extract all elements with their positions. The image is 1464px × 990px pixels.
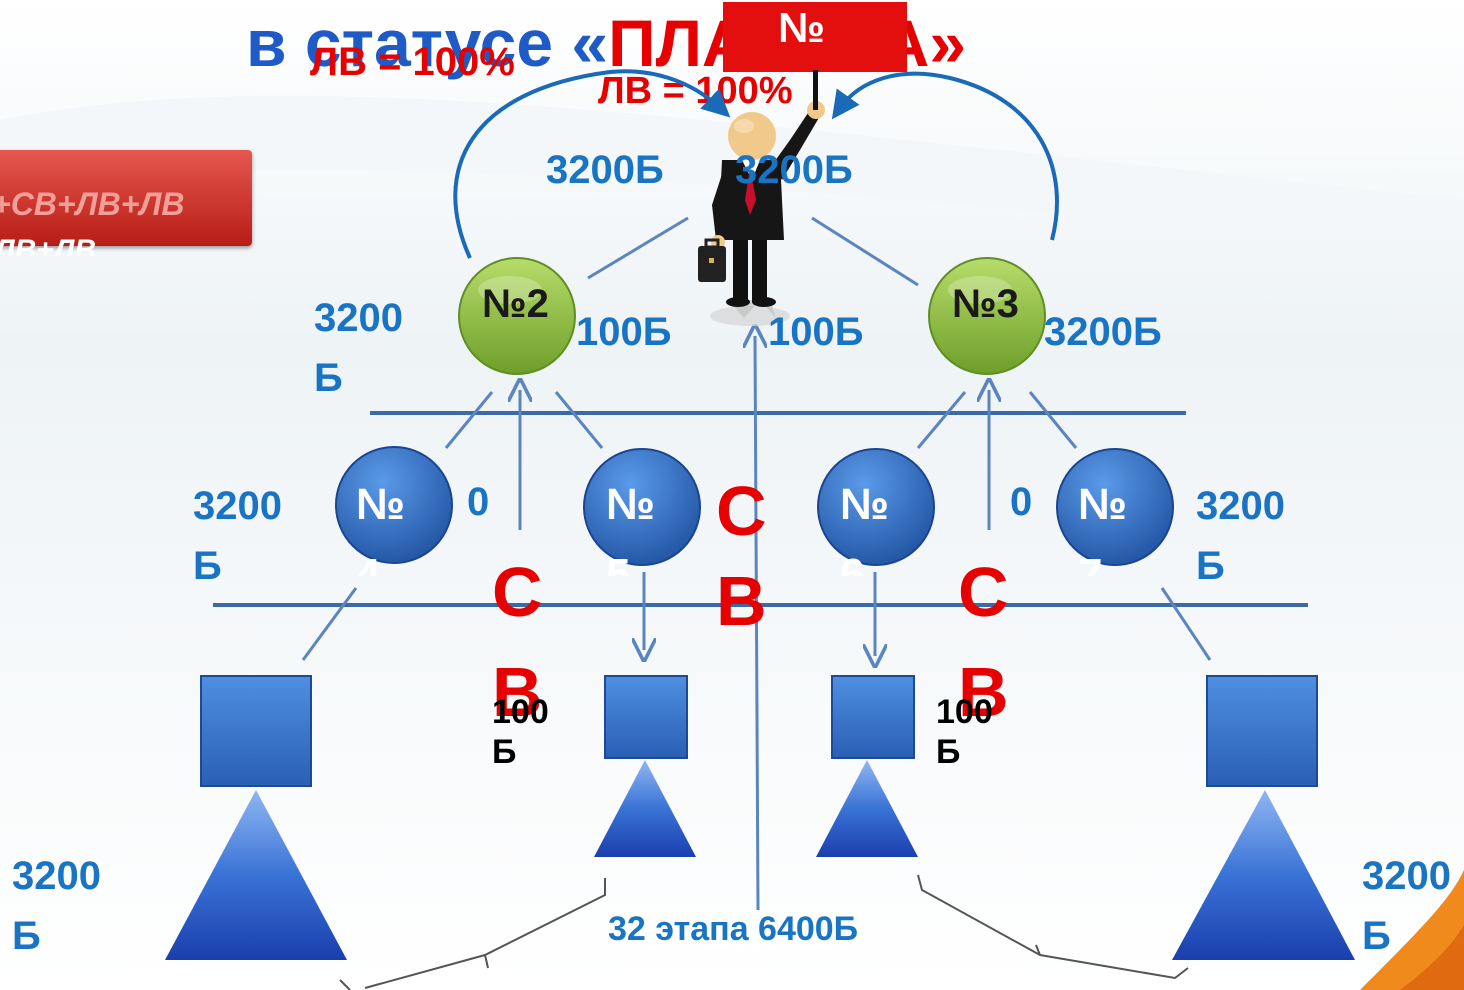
- node-4-label-number: 4: [356, 550, 381, 576]
- bottom-mid-left-unit: Б: [492, 733, 517, 771]
- sv-right-label: С В: [958, 542, 1009, 742]
- node3-left-points: 100Б: [768, 310, 864, 354]
- brace-right: [917, 874, 1189, 980]
- line-top-right: [811, 216, 919, 287]
- node-5-label: № 5: [606, 470, 655, 576]
- bottom-right-points: 3200 Б: [1362, 846, 1451, 966]
- node-4-label: № 4: [356, 470, 405, 576]
- node-3-circle[interactable]: [928, 257, 1046, 375]
- node-4-label-symbol: №: [356, 480, 406, 529]
- square-mid-right: [831, 675, 915, 759]
- title-prefix: в статусе «: [246, 6, 609, 80]
- node-6-label: № 6: [840, 470, 889, 576]
- bottom-mid-left-number: 100: [492, 693, 549, 731]
- bottom-mid-right-points: 100 Б: [936, 692, 993, 772]
- node-6-circle[interactable]: [817, 448, 935, 566]
- square-far-right: [1206, 675, 1318, 787]
- sv-center-letter-1: С: [716, 472, 767, 550]
- bottom-mid-left-points: 100 Б: [492, 692, 549, 772]
- node3-right-points: 3200Б: [1044, 310, 1162, 354]
- level2-left-points-number: 3200: [193, 484, 282, 528]
- node-6-label-symbol: №: [840, 480, 890, 529]
- node-7-label-symbol: №: [1078, 480, 1128, 529]
- sv-center-letter-2: В: [716, 562, 767, 640]
- line-n3-n7: [1028, 391, 1078, 449]
- level2-right-points: 3200 Б: [1196, 476, 1285, 596]
- side-formula-button[interactable]: [0, 150, 252, 246]
- node2-left-points-number: 3200: [314, 296, 403, 340]
- brace-left: [364, 878, 606, 989]
- line-n2-n5: [554, 391, 604, 449]
- line-n2-n4: [444, 391, 494, 449]
- sv-left-letter-1: С: [492, 553, 543, 631]
- level2-left-points-unit: Б: [193, 544, 222, 588]
- arrow-sv-center: [755, 336, 758, 911]
- node-5-circle[interactable]: [583, 448, 701, 566]
- side-formula-text-2: ЛВ+ЛВ: [0, 234, 97, 256]
- bottom-mid-right-number: 100: [936, 693, 993, 731]
- node-2-circle[interactable]: [458, 257, 576, 375]
- square-mid-left: [604, 675, 688, 759]
- bottom-mid-right-unit: Б: [936, 733, 961, 771]
- title-suffix: »: [929, 6, 967, 80]
- zero-right: 0: [1010, 480, 1033, 524]
- node2-right-points: 100Б: [576, 310, 672, 354]
- bottom-left-points-unit: Б: [12, 914, 41, 958]
- sv-right-letter-2: В: [958, 653, 1009, 731]
- line-n3-n6: [916, 391, 967, 449]
- top-member-box: [723, 2, 907, 72]
- node-4-circle[interactable]: [335, 446, 453, 564]
- node-6-label-number: 6: [840, 550, 865, 576]
- zero-left: 0: [467, 480, 490, 524]
- top-right-points: 3200Б: [735, 148, 853, 192]
- sv-right-letter-1: С: [958, 553, 1009, 631]
- side-formula-text: +СВ+ЛВ+ЛВ: [0, 186, 185, 222]
- node-7-label-number: 7: [1078, 550, 1103, 576]
- level2-right-points-unit: Б: [1196, 544, 1225, 588]
- triangle-mid-right: [816, 760, 918, 857]
- node2-left-points: 3200 Б: [314, 288, 403, 408]
- businessman-icon: [698, 70, 825, 326]
- bottom-right-points-unit: Б: [1362, 914, 1391, 958]
- square-far-left: [200, 675, 312, 787]
- bottom-right-points-number: 3200: [1362, 854, 1451, 898]
- sv-left-label: С В: [492, 542, 543, 742]
- triangle-mid-left: [594, 760, 696, 857]
- top-member-label: №: [778, 4, 825, 51]
- node-5-label-symbol: №: [606, 480, 656, 529]
- triangle-far-left: [165, 790, 347, 960]
- arc-left: [453, 69, 731, 259]
- line-n7-square: [1160, 587, 1212, 661]
- lv-left-label: ЛВ = 100%: [310, 40, 515, 84]
- line-top-left: [587, 216, 689, 280]
- node2-left-points-unit: Б: [314, 356, 343, 400]
- sv-center-label: С В: [716, 466, 767, 646]
- stages-label: 32 этапа 6400Б: [608, 910, 859, 949]
- bottom-left-points: 3200 Б: [12, 846, 101, 966]
- node-7-circle[interactable]: [1056, 448, 1174, 566]
- node-3-label: №3: [952, 282, 1019, 326]
- level2-left-points: 3200 Б: [193, 476, 282, 596]
- line-n4-square: [301, 587, 358, 661]
- sv-left-letter-2: В: [492, 653, 543, 731]
- node-5-label-number: 5: [606, 550, 631, 576]
- bottom-left-points-number: 3200: [12, 854, 101, 898]
- level2-right-points-number: 3200: [1196, 484, 1285, 528]
- node-2-label: №2: [482, 282, 549, 326]
- node-7-label: № 7: [1078, 470, 1127, 576]
- top-left-points: 3200Б: [546, 148, 664, 192]
- arc-right: [831, 71, 1059, 241]
- triangle-far-right: [1172, 790, 1355, 960]
